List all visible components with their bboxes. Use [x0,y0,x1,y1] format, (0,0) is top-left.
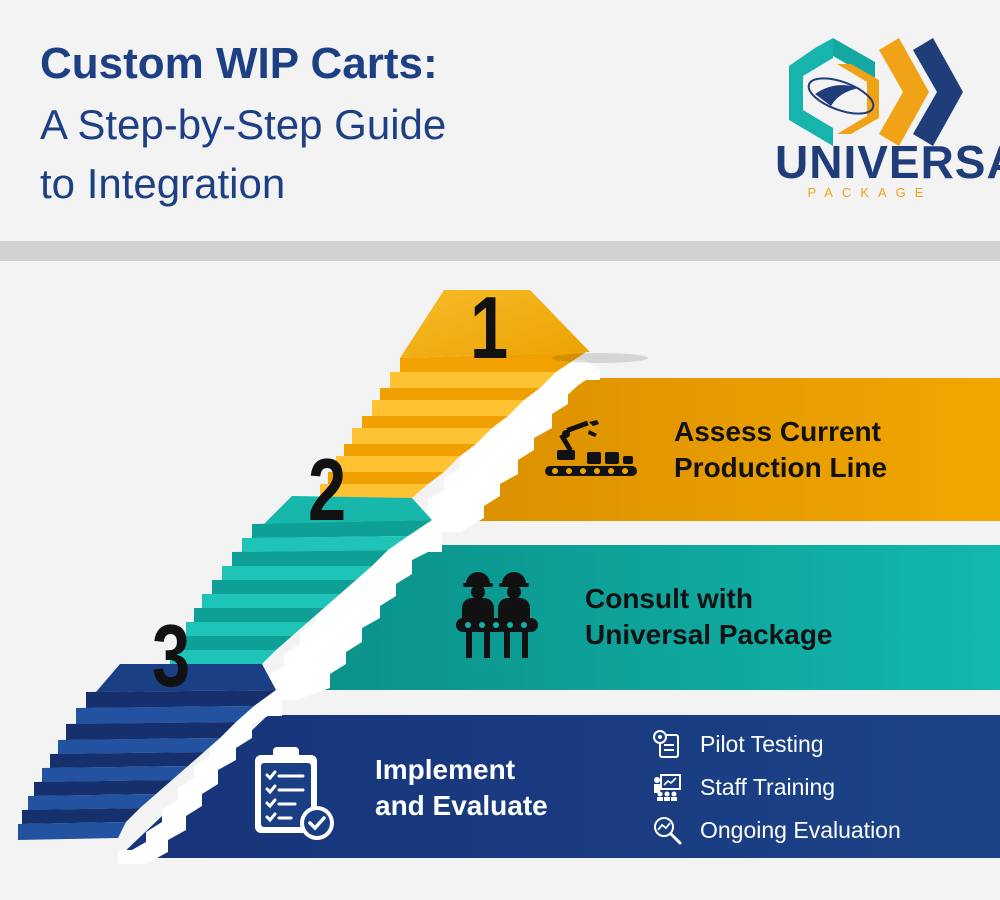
step-3-number: 3 [152,606,191,705]
header-divider [0,241,1000,261]
stair-side-edge [118,358,600,864]
landing-3 [96,664,276,692]
subitem-pilot-testing: Pilot Testing [652,729,982,759]
universal-package-logo-icon [789,38,963,146]
flight-2-steps [170,520,432,664]
step-3-title-line-1: Implement [375,754,516,785]
flight-1-steps [320,352,586,498]
subitem-label: Ongoing Evaluation [700,816,901,843]
step-1-band [432,378,1000,521]
clipboard-check-icon [255,747,334,840]
magnifier-chart-icon [654,817,682,845]
logo-wordmark: UNIVERSAL [775,136,1000,188]
step-3-band [118,715,1000,858]
workers-at-conveyor-icon [456,572,538,658]
step-2-title-line-2: Universal Package [585,619,833,650]
step-2-band [278,545,1000,690]
logo-tagline: PACKAGE [807,185,933,200]
landing-1 [400,290,590,358]
landing-2 [264,496,432,524]
page-title: Custom WIP Carts: [40,39,438,88]
flight-3-steps [18,690,276,840]
subitem-label: Staff Training [700,773,836,800]
subitem-ongoing-evaluation: Ongoing Evaluation [652,815,982,845]
step-1-number: 1 [470,278,509,377]
page-subtitle-line-2: to Integration [40,160,286,207]
step-1-title-line-1: Assess Current [674,416,881,447]
step-3-title-line-2: and Evaluate [375,790,548,821]
presentation-board-icon [654,774,681,801]
subitem-staff-training: Staff Training [652,772,982,802]
gear-checklist-icon [653,730,679,758]
step-2-title-line-1: Consult with [585,583,753,614]
step-2-number: 2 [308,440,347,539]
step-1-title-line-2: Production Line [674,452,888,483]
landing-1-shadow [552,353,648,363]
step-1-title: Assess Current Production Line [674,414,887,486]
step-3-title: Implement and Evaluate [375,752,548,824]
robotic-arm-conveyor-icon [545,420,637,476]
page-subtitle-line-1: A Step-by-Step Guide [40,101,447,148]
step-2-title: Consult with Universal Package [585,581,833,653]
subitem-label: Pilot Testing [700,730,824,757]
